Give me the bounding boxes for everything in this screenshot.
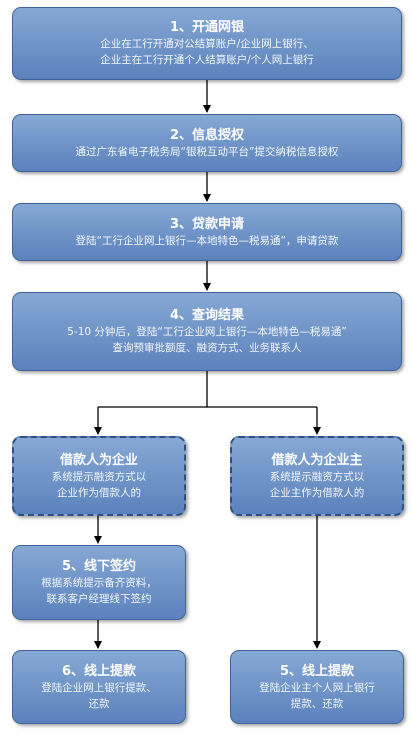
step-3-box: 3、贷款申请 登陆“工行企业网上银行—本地特色—税易通”，申请贷款 — [12, 203, 402, 261]
enterprise-withdrawal-box: 6、线上提款 登陆企业网上银行提款、 还款 — [12, 650, 186, 724]
borrower-owner-box: 借款人为企业主 系统提示融资方式以 企业主作为借款人的 — [230, 436, 404, 516]
step-3-line-1: 登陆“工行企业网上银行—本地特色—税易通”，申请贷款 — [75, 234, 339, 247]
offline-signing-line-2: 联系客户经理线下签约 — [46, 593, 152, 605]
borrower-enterprise-line-1: 系统提示融资方式以 — [51, 470, 147, 483]
borrower-owner-title: 借款人为企业主 — [271, 452, 363, 468]
offline-signing-line-1: 根据系统提示备齐资料， — [41, 577, 157, 589]
offline-signing-title: 5、线下签约 — [61, 559, 137, 574]
step-4-title: 4、查询结果 — [169, 308, 245, 323]
owner-withdrawal-title: 5、线上提款 — [279, 663, 355, 679]
step-2-title: 2、信息授权 — [169, 127, 245, 143]
step-1-box: 1、开通网银 企业在工行开通对公结算账户/企业网上银行、 企业主在工行开通个人结… — [12, 7, 402, 80]
enterprise-withdrawal-line-2: 还款 — [88, 697, 110, 710]
enterprise-withdrawal-title: 6、线上提款 — [61, 663, 137, 679]
step-1-line-2: 企业主在工行开通个人结算账户/个人网上银行 — [100, 54, 314, 66]
step-4-line-2: 查询预审批额度、融资方式、业务联系人 — [112, 342, 302, 354]
borrower-owner-line-1: 系统提示融资方式以 — [269, 470, 365, 483]
borrower-enterprise-line-2: 企业作为借款人的 — [57, 486, 141, 499]
borrower-enterprise-title: 借款人为企业 — [59, 452, 138, 468]
step-2-box: 2、信息授权 通过广东省电子税务局“银税互动平台”提交纳税信息授权 — [12, 114, 402, 172]
offline-signing-box: 5、线下签约 根据系统提示备齐资料， 联系客户经理线下签约 — [12, 545, 186, 620]
borrower-owner-line-2: 企业主作为借款人的 — [269, 486, 365, 499]
owner-withdrawal-line-1: 登陆企业主个人网上银行 — [259, 681, 375, 694]
borrower-enterprise-box: 借款人为企业 系统提示融资方式以 企业作为借款人的 — [12, 436, 186, 516]
branch-connector — [98, 371, 208, 408]
step-3-title: 3、贷款申请 — [169, 216, 245, 232]
step-1-title: 1、开通网银 — [169, 20, 245, 35]
step-4-line-1: 5-10 分钟后，登陆“工行企业网上银行—本地特色—税易通” — [67, 326, 347, 338]
step-4-box: 4、查询结果 5-10 分钟后，登陆“工行企业网上银行—本地特色—税易通” 查询… — [12, 292, 402, 371]
step-1-line-1: 企业在工行开通对公结算账户/企业网上银行、 — [100, 38, 314, 50]
enterprise-withdrawal-line-1: 登陆企业网上银行提款、 — [41, 681, 157, 694]
owner-withdrawal-box: 5、线上提款 登陆企业主个人网上银行 提款、还款 — [230, 650, 404, 724]
step-2-line-1: 通过广东省电子税务局“银税互动平台”提交纳税信息授权 — [75, 145, 339, 158]
owner-withdrawal-line-2: 提款、还款 — [290, 697, 344, 710]
